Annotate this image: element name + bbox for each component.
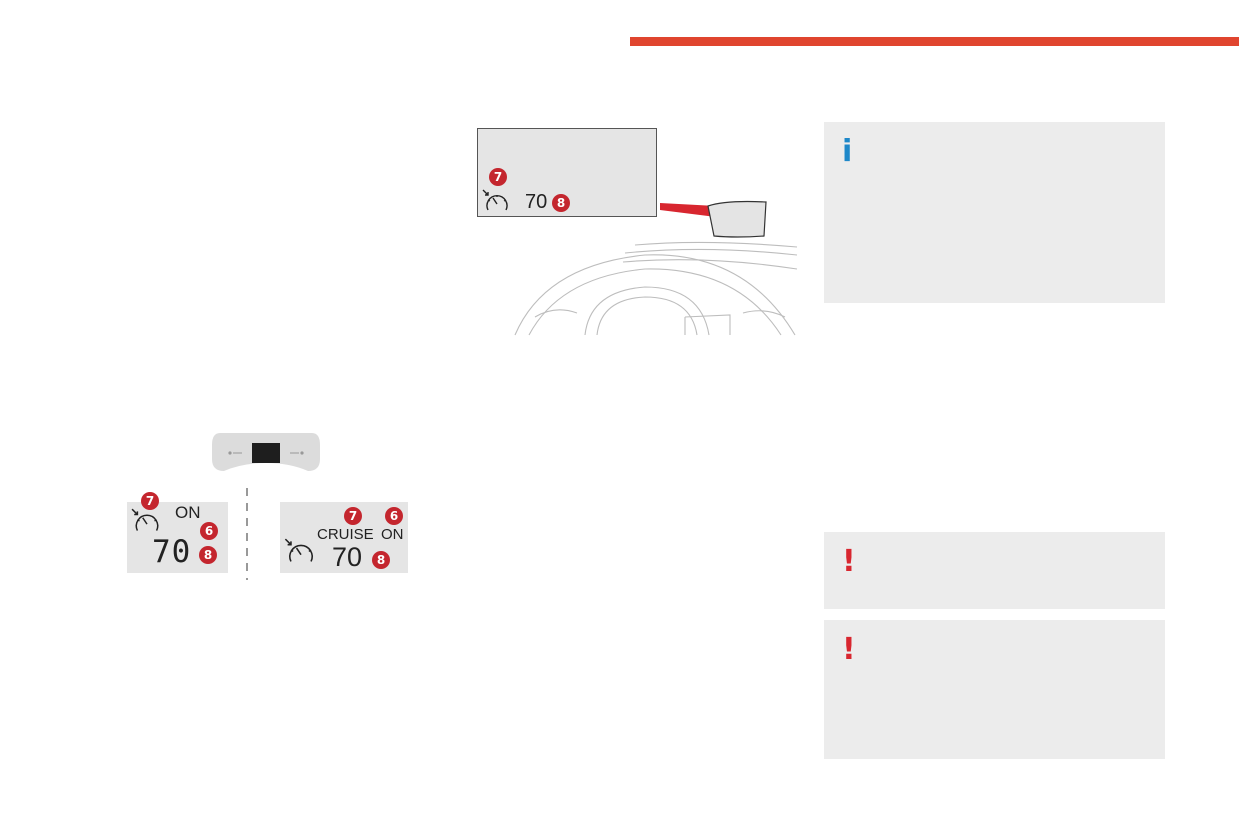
cruise-status-text: ON bbox=[175, 503, 201, 522]
cruise-status-text: ON bbox=[381, 526, 404, 543]
badge-limit: 7 bbox=[489, 168, 507, 186]
warning-note-1: ! bbox=[824, 532, 1165, 609]
badge-limit: 7 bbox=[344, 507, 362, 525]
hud-projection-beam bbox=[660, 203, 716, 217]
cluster-speed-value: 70 bbox=[332, 542, 363, 572]
warning-icon: ! bbox=[842, 632, 856, 667]
info-note: i bbox=[824, 122, 1165, 303]
header-accent-bar bbox=[630, 37, 1239, 46]
warning-icon: ! bbox=[842, 544, 856, 579]
badge-status: 6 bbox=[200, 522, 218, 540]
speedometer-icon bbox=[131, 508, 159, 531]
speedometer-icon bbox=[482, 189, 508, 211]
cluster-speed-value: 70 bbox=[152, 534, 192, 570]
badge-speed: 8 bbox=[199, 546, 217, 564]
badge-speed: 8 bbox=[372, 551, 390, 569]
badge-limit: 7 bbox=[141, 492, 159, 510]
warning-note-2: ! bbox=[824, 620, 1165, 759]
info-icon: i bbox=[842, 134, 853, 169]
badge-status: 6 bbox=[385, 507, 403, 525]
badge-speed: 8 bbox=[552, 194, 570, 212]
speedometer-icon bbox=[284, 538, 313, 562]
instrument-cluster-icon bbox=[212, 433, 320, 471]
dashboard-illustration bbox=[514, 241, 798, 336]
dashed-divider bbox=[246, 488, 248, 580]
hud-glass-screen bbox=[707, 200, 767, 238]
cruise-label: CRUISE bbox=[317, 526, 374, 543]
hud-speed-value: 70 bbox=[525, 191, 548, 213]
